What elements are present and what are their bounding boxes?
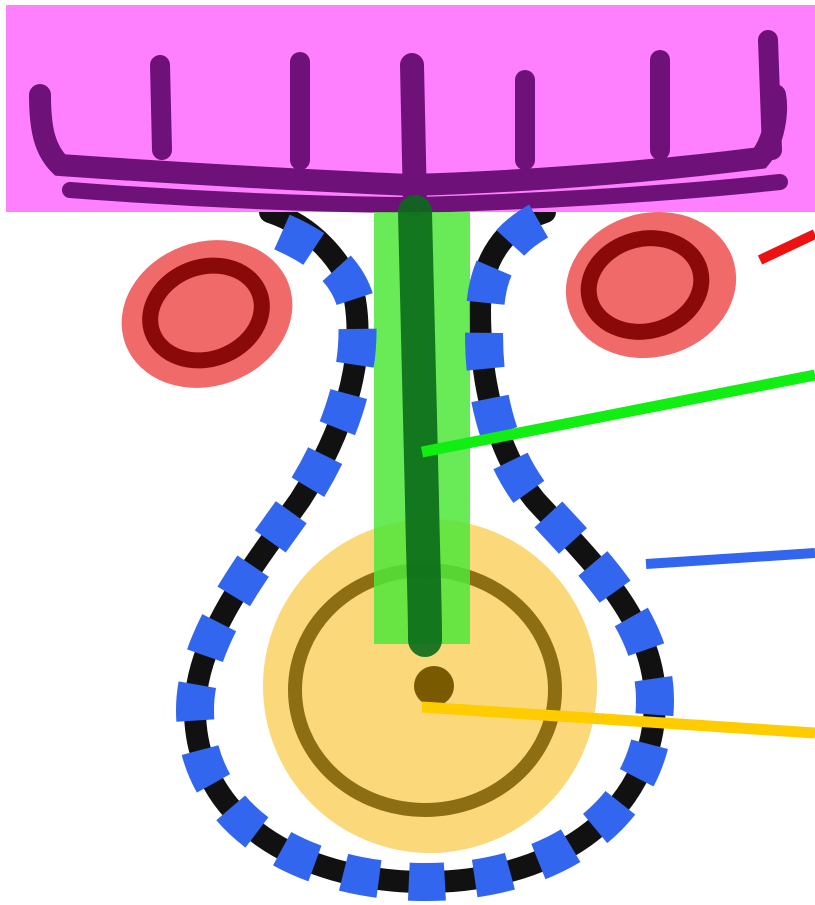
yellow-center-dot <box>414 666 454 706</box>
comb-tooth <box>160 65 162 150</box>
green-center-stroke <box>415 212 425 640</box>
green-vertical-band <box>374 212 470 644</box>
comb-tooth <box>412 65 415 205</box>
comb-tooth <box>768 40 772 150</box>
